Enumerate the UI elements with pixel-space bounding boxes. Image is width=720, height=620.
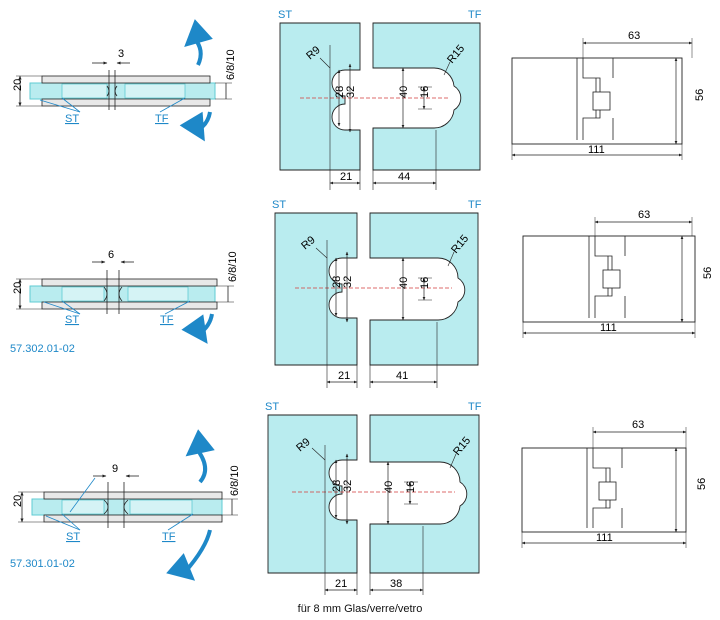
side-view-1: 3 20 6/8/10 ST TF (12, 19, 237, 142)
cutout-label-tf-3: TF (468, 401, 482, 413)
side-view-3: 9 20 6/8/10 ST TF 57.301.01-02 (10, 429, 241, 581)
rotation-arrow-up-icon (184, 19, 213, 66)
row-1: 3 20 6/8/10 ST TF ST TF (12, 9, 706, 190)
plate-width-bottom-1: 111 (588, 144, 605, 156)
dim-28-2: 28 (331, 276, 343, 288)
cutout-label-tf-2: TF (468, 199, 482, 211)
gap-dim-3: 9 (112, 463, 118, 475)
dim-right-width-2: 41 (396, 370, 408, 382)
cutout-label-tf-1: TF (468, 9, 482, 21)
plate-width-top-2: 63 (638, 209, 650, 221)
dim-16-2: 16 (419, 277, 431, 289)
plate-view-3: 63 56 111 (521, 419, 708, 548)
side-label-st-2: ST (65, 314, 79, 326)
thickness-dim-2: 6/8/10 (227, 251, 239, 282)
plate-height-1: 56 (694, 89, 706, 101)
part-number-2: 57.302.01-02 (10, 343, 75, 355)
plate-width-top-3: 63 (632, 419, 644, 431)
height-dim-1: 20 (12, 79, 24, 91)
part-number-3: 57.301.01-02 (10, 558, 75, 570)
plate-height-2: 56 (702, 267, 714, 279)
dim-left-width-1: 21 (340, 171, 352, 183)
thickness-dim-3: 6/8/10 (229, 465, 241, 496)
dim-32-2: 32 (342, 276, 354, 288)
dim-right-width-1: 44 (398, 171, 410, 183)
caption: für 8 mm Glas/verre/vetro (297, 603, 423, 615)
rotation-arrow-down-icon (179, 111, 212, 142)
rotation-arrow-down-icon (181, 313, 214, 344)
hinge-technical-drawing: 3 20 6/8/10 ST TF ST TF (10, 9, 714, 595)
cutout-view-1: ST TF 21 44 28 32 40 16 R9 (278, 9, 482, 190)
rotation-arrow-down-icon (166, 529, 212, 581)
height-dim-3: 20 (12, 495, 24, 507)
thickness-dim-1: 6/8/10 (225, 49, 237, 80)
plate-view-1: 63 56 111 (511, 30, 706, 160)
side-label-tf-3: TF (162, 531, 176, 543)
dim-32-1: 32 (345, 86, 357, 98)
rotation-arrow-up-icon (185, 429, 215, 484)
plate-height-3: 56 (696, 478, 708, 490)
side-label-tf-1: TF (155, 113, 169, 125)
height-dim-2: 20 (12, 282, 24, 294)
side-label-st-3: ST (66, 531, 80, 543)
cutout-label-st-3: ST (265, 401, 279, 413)
cutout-view-2: ST TF 21 41 28 32 40 16 R9 (272, 199, 482, 388)
cutout-label-st-2: ST (272, 199, 286, 211)
side-label-tf-2: TF (160, 314, 174, 326)
dim-28-1: 28 (334, 86, 346, 98)
dim-40-3: 40 (383, 481, 395, 493)
plate-view-2: 63 56 111 (522, 209, 714, 338)
cutout-label-st-1: ST (278, 9, 292, 21)
row-3: 9 20 6/8/10 ST TF 57.301.01-02 ST TF (10, 401, 708, 595)
plate-width-bottom-2: 111 (600, 322, 617, 334)
plate-width-bottom-3: 111 (596, 532, 613, 544)
side-view-2: 6 20 6/8/10 ST TF 57.302.01-02 (10, 249, 239, 355)
gap-dim-2: 6 (108, 249, 114, 261)
dim-left-width-2: 21 (338, 370, 350, 382)
dim-16-1: 16 (419, 86, 431, 98)
dim-40-1: 40 (398, 86, 410, 98)
cutout-view-3: ST TF 21 38 28 32 40 16 R9 (265, 401, 482, 595)
dim-40-2: 40 (398, 277, 410, 289)
row-2: 6 20 6/8/10 ST TF 57.302.01-02 ST TF (10, 199, 714, 388)
dim-32-3: 32 (342, 480, 354, 492)
dim-28-3: 28 (331, 480, 343, 492)
gap-dim-1: 3 (118, 48, 124, 60)
dim-left-width-3: 21 (335, 578, 347, 590)
dim-right-width-3: 38 (390, 578, 402, 590)
dim-16-3: 16 (405, 481, 417, 493)
side-label-st-1: ST (65, 113, 79, 125)
plate-width-top-1: 63 (628, 30, 640, 42)
